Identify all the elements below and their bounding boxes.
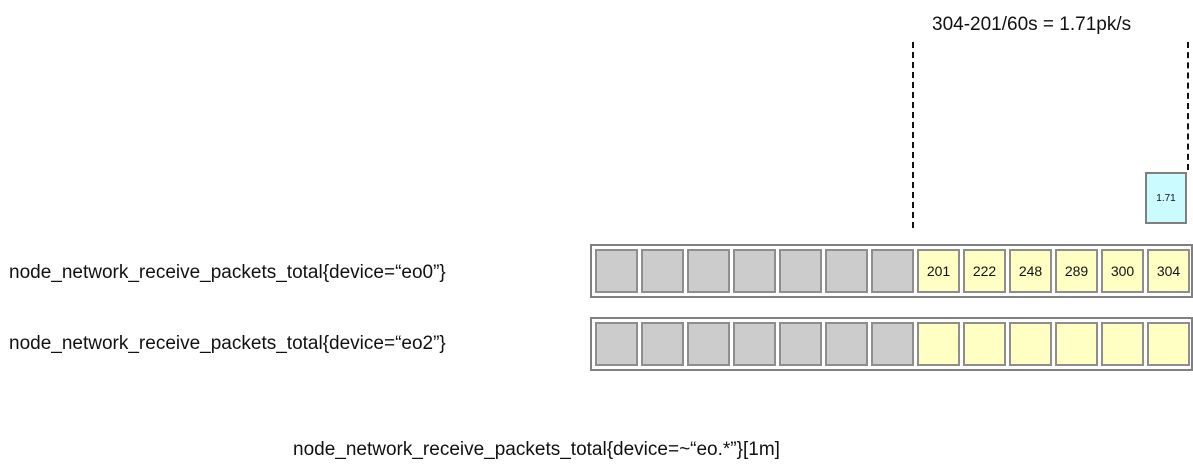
range-vector-query: node_network_receive_packets_total{devic… (293, 439, 780, 460)
past-sample-cell (687, 322, 730, 366)
window-sample-cell: 289 (1055, 249, 1098, 293)
past-sample-cell (825, 249, 868, 293)
sample-strip-eo2 (590, 317, 1193, 371)
rate-result-box: 1.71 (1145, 172, 1187, 224)
past-sample-cell (871, 322, 914, 366)
rate-formula: 304-201/60s = 1.71pk/s (932, 14, 1132, 35)
window-sample-cell: 248 (1009, 249, 1052, 293)
window-sample-cell: 222 (963, 249, 1006, 293)
past-sample-cell (641, 322, 684, 366)
past-sample-cell (779, 322, 822, 366)
past-sample-cell (641, 249, 684, 293)
window-sample-cell: 300 (1101, 249, 1144, 293)
past-sample-cell (733, 322, 776, 366)
past-sample-cell (595, 249, 638, 293)
past-sample-cell (779, 249, 822, 293)
window-sample-cell: 201 (917, 249, 960, 293)
window-sample-cell (963, 322, 1006, 366)
past-sample-cell (733, 249, 776, 293)
window-sample-cell: 304 (1147, 249, 1190, 293)
past-sample-cell (687, 249, 730, 293)
window-sample-cell (1055, 322, 1098, 366)
window-start-dashed-line (912, 42, 914, 228)
window-sample-cell (1147, 322, 1190, 366)
series-label-eo0: node_network_receive_packets_total{devic… (9, 262, 446, 283)
past-sample-cell (595, 322, 638, 366)
series-label-eo2: node_network_receive_packets_total{devic… (9, 333, 446, 354)
past-sample-cell (871, 249, 914, 293)
window-sample-cell (1009, 322, 1052, 366)
past-sample-cell (825, 322, 868, 366)
window-end-dashed-line (1187, 42, 1189, 170)
window-sample-cell (917, 322, 960, 366)
rate-result-value: 1.71 (1156, 192, 1176, 204)
window-sample-cell (1101, 322, 1144, 366)
